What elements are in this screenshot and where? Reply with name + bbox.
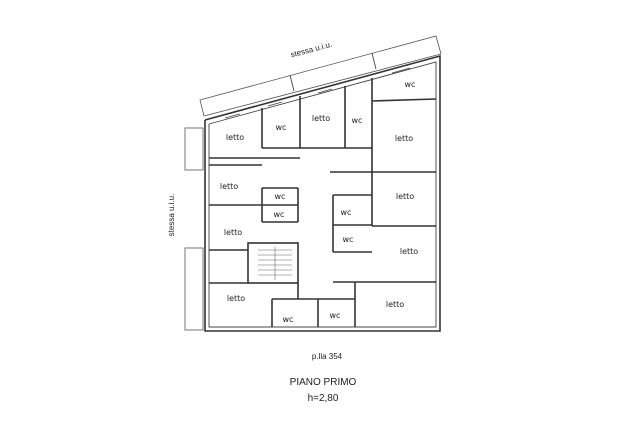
neighbor-strips-left: [184, 127, 204, 331]
window-marks: [224, 67, 411, 119]
room-wc-1: wc: [276, 123, 287, 132]
neighbor-label-top: stessa u.i.u.: [290, 40, 334, 60]
room-letto-8: letto: [227, 294, 245, 303]
room-wc-8: wc: [330, 311, 341, 320]
interior-walls: [209, 78, 437, 327]
neighbor-band-top: [199, 35, 442, 117]
room-wc-5: wc: [341, 208, 352, 217]
floor-height: h=2,80: [308, 393, 339, 404]
room-letto-1: letto: [226, 133, 244, 142]
room-letto-3: letto: [395, 134, 413, 143]
staircase: [258, 247, 292, 280]
room-letto-9: letto: [386, 300, 404, 309]
room-wc-2: wc: [352, 116, 363, 125]
room-wc-4: wc: [274, 210, 285, 219]
parcel-label: p.lla 354: [312, 352, 343, 361]
room-letto-6: letto: [224, 228, 242, 237]
room-letto-2: letto: [312, 114, 330, 123]
room-wc-7: wc: [283, 315, 294, 324]
room-letto-5: letto: [396, 192, 414, 201]
room-wc-6: wc: [343, 235, 354, 244]
room-letto-4: letto: [220, 182, 238, 191]
room-wc-3: wc: [275, 192, 286, 201]
room-wc-top: wc: [405, 80, 416, 89]
room-letto-7: letto: [400, 247, 418, 256]
floor-title: PIANO PRIMO: [290, 377, 357, 388]
neighbor-label-left: stessa u.i.u.: [167, 194, 176, 237]
outer-walls: [204, 54, 441, 332]
